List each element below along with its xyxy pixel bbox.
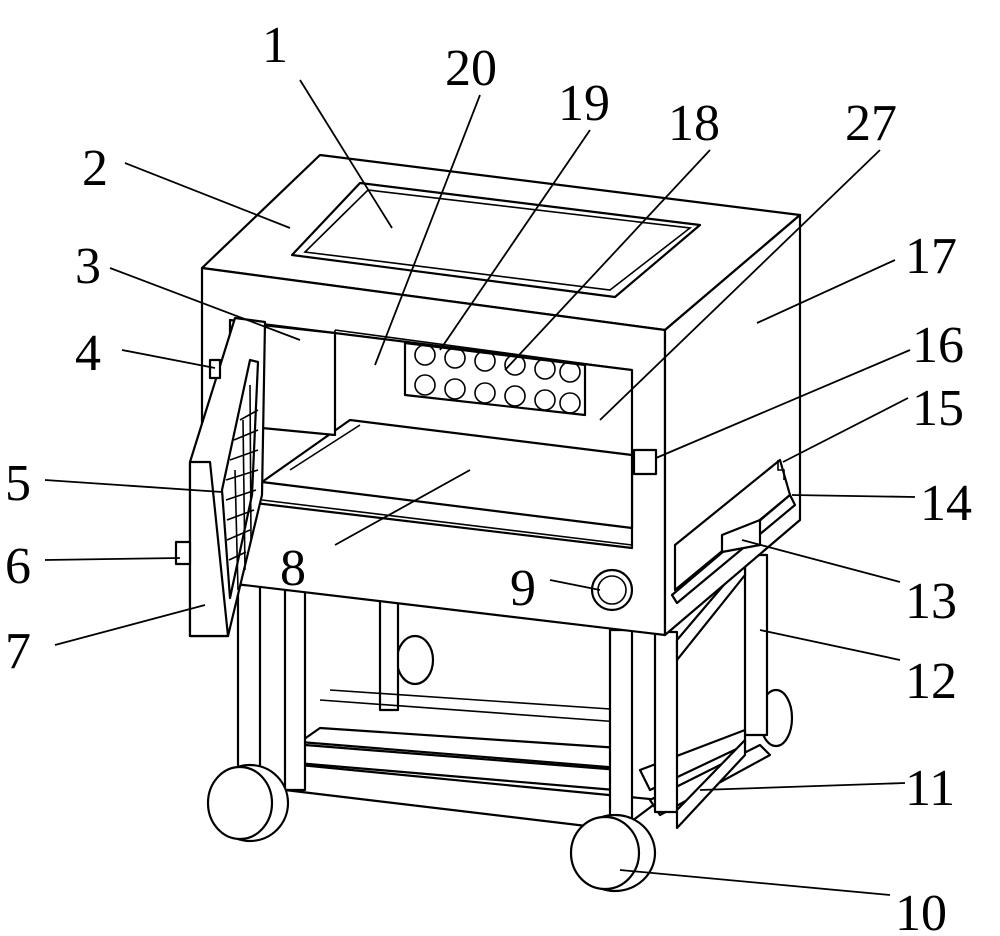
label-15: 15 <box>912 380 964 437</box>
side-sensor <box>632 448 658 476</box>
leader-lines <box>44 79 916 896</box>
door-hinge <box>208 358 222 380</box>
front-wheel-left <box>206 763 290 843</box>
label-20: 20 <box>445 40 497 97</box>
label-9: 9 <box>510 560 536 617</box>
label-6: 6 <box>5 538 31 595</box>
label-5: 5 <box>5 455 31 512</box>
label-19: 19 <box>558 75 610 132</box>
label-13: 13 <box>905 573 957 630</box>
label-2: 2 <box>82 140 108 197</box>
label-4: 4 <box>75 325 101 382</box>
bottom-frame <box>283 689 772 832</box>
label-3: 3 <box>75 238 101 295</box>
label-8: 8 <box>280 540 306 597</box>
component-box <box>260 323 337 437</box>
open-door <box>174 316 267 638</box>
label-14: 14 <box>920 475 972 532</box>
top-window <box>290 181 702 299</box>
shelf-tray <box>260 418 634 530</box>
back-legs <box>378 553 769 737</box>
label-10: 10 <box>895 885 947 936</box>
side-bracket <box>670 458 797 605</box>
cabinet-body <box>200 153 802 637</box>
label-12: 12 <box>905 653 957 710</box>
label-16: 16 <box>912 317 964 374</box>
label-18: 18 <box>668 95 720 152</box>
label-17: 17 <box>905 228 957 285</box>
label-27: 27 <box>845 95 897 152</box>
front-wheel-right <box>569 813 657 893</box>
indicator-panel <box>403 341 587 417</box>
label-11: 11 <box>905 760 955 817</box>
back-wheel-left <box>395 634 435 686</box>
front-legs <box>236 558 747 832</box>
label-1: 1 <box>262 17 288 74</box>
part-labels: 1 2 3 4 5 6 7 8 9 10 11 12 13 14 15 16 1… <box>5 17 972 936</box>
label-7: 7 <box>5 623 31 680</box>
door-handle <box>174 540 192 566</box>
